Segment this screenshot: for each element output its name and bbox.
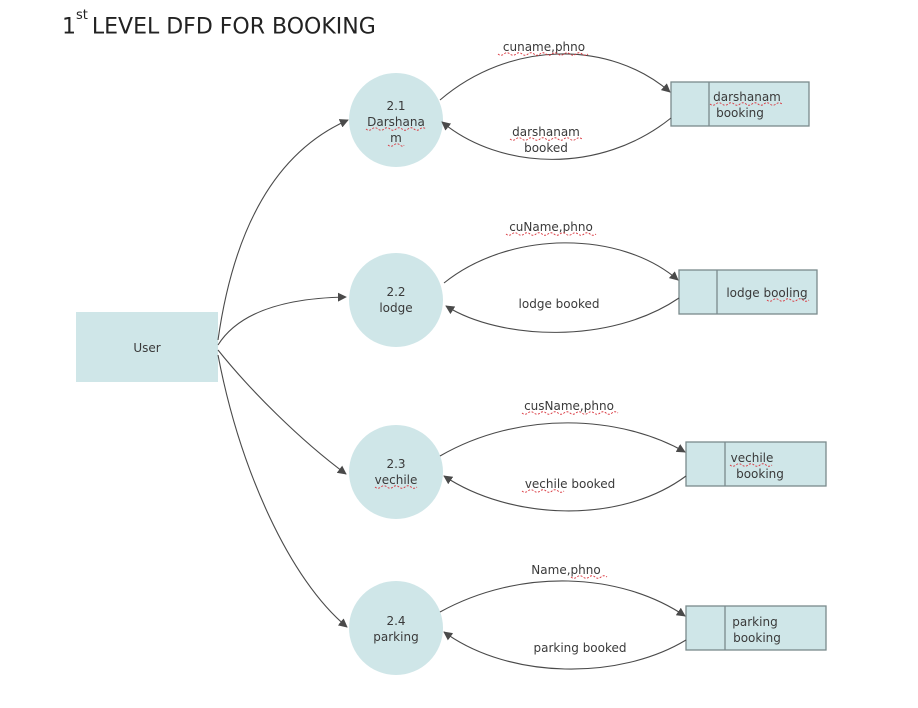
flow-2-1-to-store — [439, 53, 671, 101]
flow-user-to-2-4 — [217, 354, 348, 628]
datastore-lodge-label: lodge booling — [726, 286, 807, 300]
spellcheck-underline — [521, 489, 565, 493]
datastore-parking-label-line2: booking — [733, 631, 781, 645]
title-text: LEVEL DFD FOR BOOKING — [91, 14, 376, 40]
process-2-3-label: vechile — [375, 473, 418, 487]
spellcheck-underline — [766, 298, 810, 302]
flow-store-to-2-3 — [443, 475, 687, 512]
user-entity — [76, 312, 218, 382]
process-2-2-label: lodge — [379, 301, 412, 315]
user-entity-label: User — [133, 341, 160, 355]
flow-label-cuname-phno-2: cuName,phno — [509, 220, 593, 234]
process-2-2-id: 2.2 — [386, 285, 405, 299]
datastore-vechile-booking — [685, 441, 827, 487]
spellcheck-underline — [505, 232, 597, 236]
spellcheck-underline — [729, 463, 773, 467]
flow-label-vechile-booked: vechile booked — [525, 477, 615, 491]
datastore-lodge-booking — [678, 269, 818, 315]
spellcheck-underline — [497, 52, 589, 56]
process-2-2 — [349, 253, 443, 347]
title-superscript: st — [76, 8, 88, 23]
spellcheck-underline — [509, 137, 583, 141]
flow-store-to-2-2 — [445, 297, 680, 333]
flow-label-name-phno: Name,phno — [531, 563, 600, 577]
spellcheck-underline — [570, 575, 608, 579]
flow-label-parking-booked: parking booked — [533, 641, 626, 655]
spellcheck-underline — [387, 143, 405, 147]
datastore-parking-label-line1: parking — [732, 615, 777, 629]
datastore-darshanam-label-line1: darshanam — [713, 90, 781, 104]
flow-user-to-2-1 — [217, 119, 349, 341]
flow-user-to-2-2 — [217, 292, 347, 346]
spellcheck-underline — [365, 127, 427, 131]
process-2-1-label-line2: m — [390, 131, 402, 145]
process-2-3-id: 2.3 — [386, 457, 405, 471]
flow-user-to-2-3 — [217, 349, 347, 475]
flow-store-to-2-1 — [441, 117, 672, 160]
process-2-4-id: 2.4 — [386, 614, 405, 628]
title-number: 1 — [62, 14, 76, 40]
flow-store-to-2-4 — [443, 631, 687, 670]
flow-label-lodge-booked: lodge booked — [519, 297, 600, 311]
datastore-vechile-label-line2: booking — [736, 467, 784, 481]
flow-label-cuname-phno: cuname,phno — [503, 40, 585, 54]
process-2-1-id: 2.1 — [386, 99, 405, 113]
flow-2-3-to-store — [439, 422, 686, 457]
flow-2-4-to-store — [439, 580, 686, 617]
flow-label-cusname-phno: cusName,phno — [524, 399, 614, 413]
datastore-vechile-label-line1: vechile — [731, 451, 774, 465]
datastore-darshanam-label-line2: booking — [716, 106, 764, 120]
spellcheck-underline — [709, 102, 783, 106]
flow-2-2-to-store — [443, 242, 679, 284]
process-2-3 — [349, 425, 443, 519]
flow-label-darshanam-line1: darshanam — [512, 125, 580, 139]
process-2-1-label-line1: Darshana — [367, 115, 425, 129]
process-2-4 — [349, 581, 443, 675]
spellcheck-underline — [521, 411, 619, 415]
datastore-parking-booking — [685, 605, 827, 651]
flow-label-darshanam-line2: booked — [524, 141, 568, 155]
process-2-1 — [349, 73, 443, 167]
process-2-4-label: parking — [373, 630, 418, 644]
spellcheck-underline — [374, 485, 418, 489]
